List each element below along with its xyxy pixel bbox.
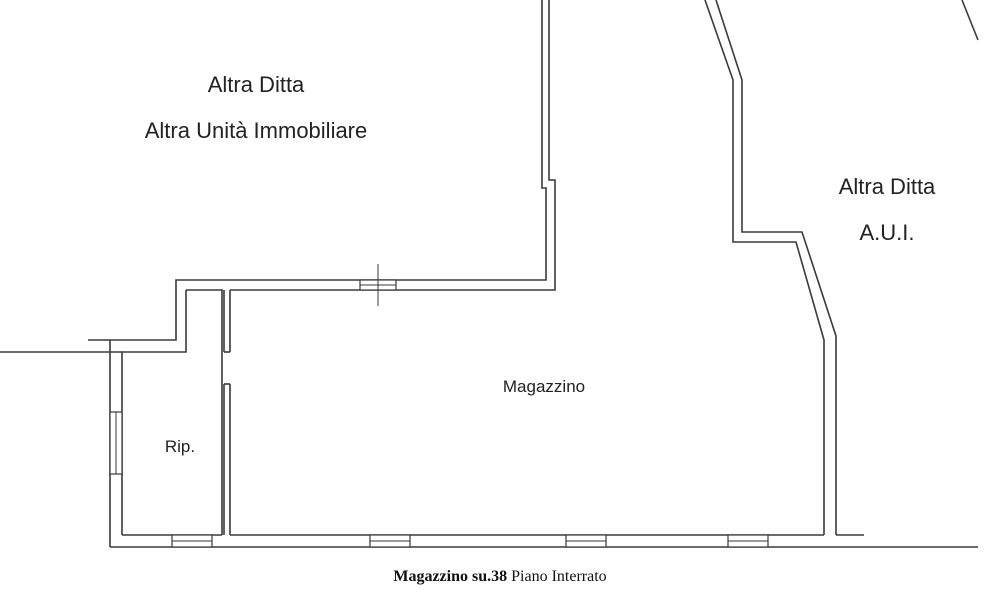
small-room-label: Rip.: [165, 437, 195, 456]
walls: [0, 0, 979, 548]
upper-left-label-line2: Altra Unità Immobiliare: [145, 118, 368, 143]
main-room-label: Magazzino: [503, 377, 585, 396]
upper-left-label-line1: Altra Ditta: [208, 72, 305, 97]
windows: [109, 264, 769, 548]
right-label-line2: A.U.I.: [859, 220, 914, 245]
far-right-line: [961, 0, 979, 41]
caption-normal: Piano Interrato: [507, 568, 607, 585]
plan-caption: Magazzino su.38 Piano Interrato: [0, 568, 1000, 586]
upper-unit-wall-inner: [230, 0, 556, 291]
right-label-line1: Altra Ditta: [839, 174, 936, 199]
corridor-wall-top: [186, 289, 223, 535]
right-wall-inner: [704, 0, 825, 535]
right-wall-outer: [715, 0, 837, 535]
caption-bold: Magazzino su.38: [393, 568, 508, 585]
room-labels: Altra Ditta Altra Unità Immobiliare Altr…: [145, 72, 936, 456]
upper-unit-wall-outer: [88, 0, 547, 341]
